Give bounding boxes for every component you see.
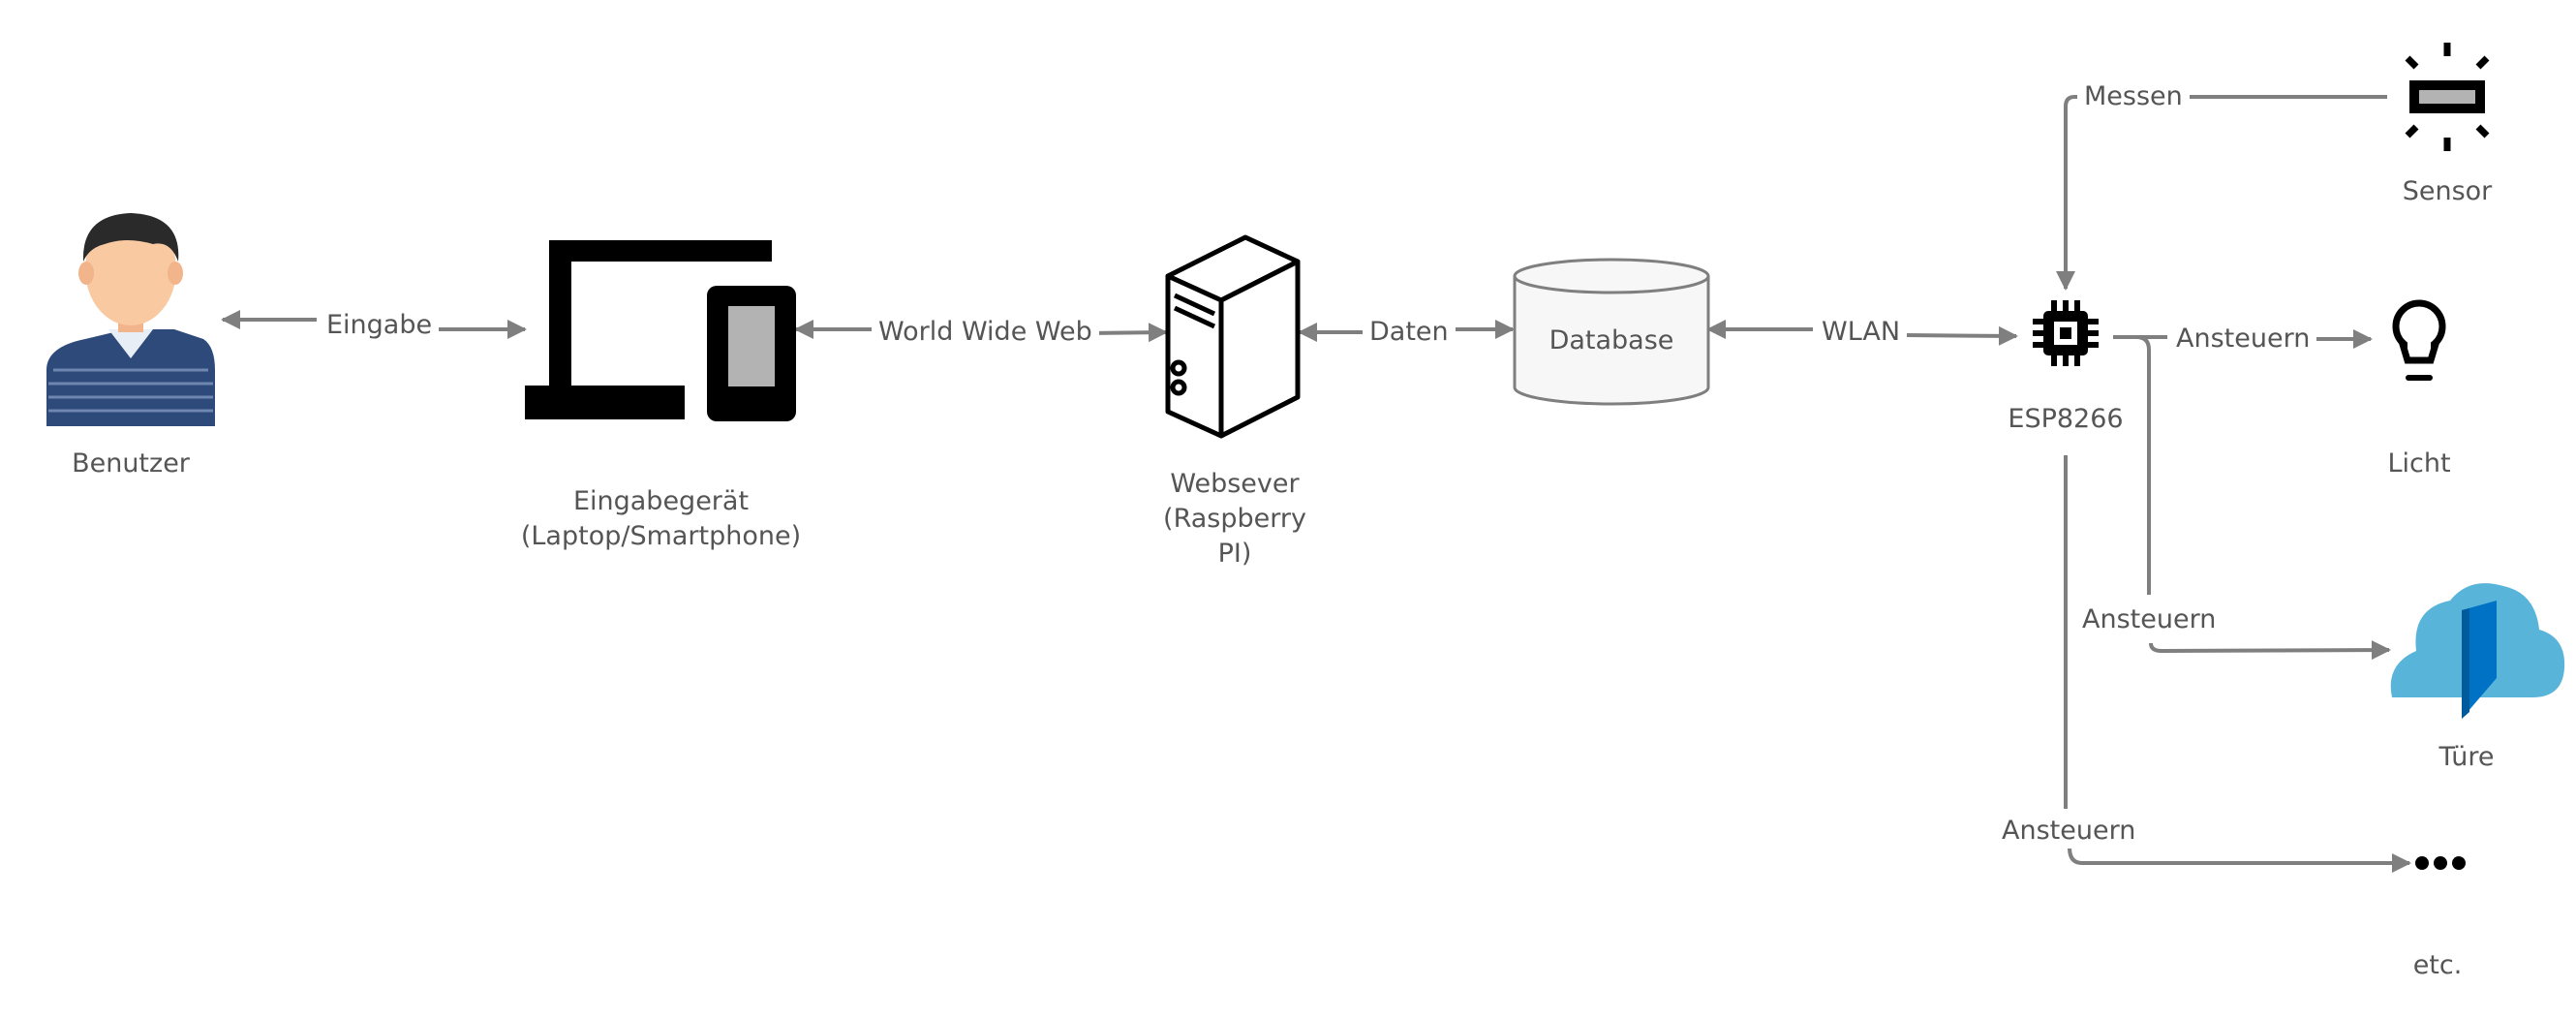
edge-device-server-head xyxy=(1087,323,1168,343)
edge-label-ansteuern-etc: Ansteuern xyxy=(1995,814,2143,849)
node-label-webserver-line1: Websever xyxy=(1170,469,1300,499)
edge-label-messen: Messen xyxy=(2077,79,2190,114)
node-label-webserver-line3: PI) xyxy=(1217,539,1252,569)
node-label-sensor: Sensor xyxy=(2402,176,2493,206)
laptop-smartphone-icon xyxy=(525,240,796,421)
edge-database-esp-head xyxy=(1904,325,2018,346)
edge-label-eingabe: Eingabe xyxy=(320,308,440,343)
edge-label-ansteuern-tuere: Ansteuern xyxy=(2075,602,2223,637)
node-label-esp8266: ESP8266 xyxy=(2008,404,2124,434)
node-label-etc: etc. xyxy=(2412,950,2463,980)
edge-esp-etc xyxy=(2064,455,2409,863)
cloud-door-icon xyxy=(2390,583,2565,719)
edge-sensor-esp xyxy=(2066,95,2387,289)
light-bulb-icon xyxy=(2392,299,2446,381)
node-label-webserver-line2: (Raspberry xyxy=(1163,504,1306,534)
edge-label-world-wide-web: World Wide Web xyxy=(872,315,1099,350)
ellipsis-icon xyxy=(2415,856,2466,870)
edge-esp-door xyxy=(2113,335,2389,651)
node-label-database: Database xyxy=(1549,325,1674,355)
edge-label-wlan: WLAN xyxy=(1815,315,1908,350)
node-label-webserver: Websever (Raspberry PI) xyxy=(1138,467,1332,571)
chip-icon xyxy=(2033,300,2099,366)
node-label-eingabegeraet-line1: Eingabegerät xyxy=(572,486,750,516)
node-label-eingabegeraet-line2: (Laptop/Smartphone) xyxy=(520,521,802,551)
sensor-icon xyxy=(2405,43,2490,151)
database-cylinder xyxy=(1513,258,1710,406)
node-label-benutzer: Benutzer xyxy=(72,448,190,479)
node-label-eingabegeraet: Eingabegerät (Laptop/Smartphone) xyxy=(504,484,818,554)
node-label-tuere: Türe xyxy=(2438,742,2495,772)
node-label-licht: Licht xyxy=(2387,448,2451,479)
server-icon xyxy=(1165,234,1301,439)
edge-label-daten: Daten xyxy=(1363,315,1456,350)
user-icon xyxy=(46,213,215,426)
edge-label-ansteuern-licht: Ansteuern xyxy=(2169,322,2317,356)
